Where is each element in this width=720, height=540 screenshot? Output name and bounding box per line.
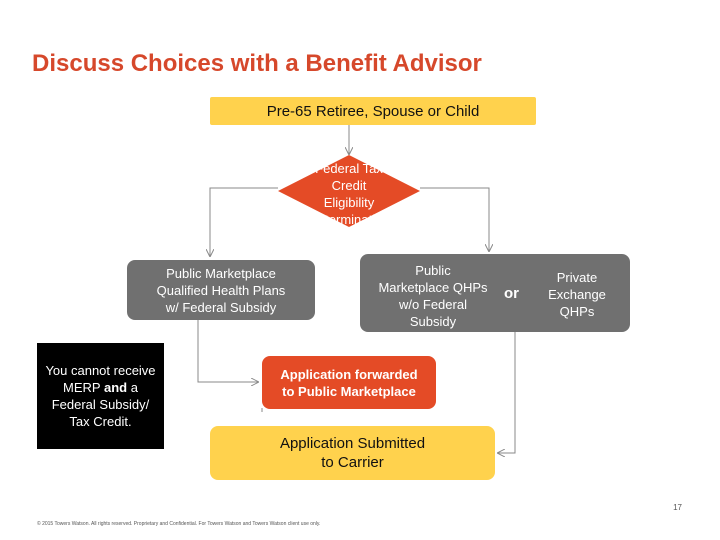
warning-box: You cannot receive MERP and a Federal Su… — [37, 343, 164, 449]
start-label: Pre-65 Retiree, Spouse or Child — [266, 102, 480, 120]
or-label: or — [504, 285, 519, 302]
private-exchange-line-3: QHPs — [559, 304, 595, 319]
arrow-decision-to-public-qhps — [420, 187, 489, 251]
decision-label: Federal Tax Credit Eligibility Determina… — [300, 160, 398, 228]
submitted-node: Application Submitted to Carrier — [210, 426, 495, 480]
submitted-line-1: Application Submitted — [279, 435, 426, 452]
warning-text-and: and — [103, 380, 128, 395]
public-or-private-node: Public Marketplace QHPs w/o Federal Subs… — [360, 254, 630, 332]
public-marketplace-line-2: Qualified Health Plans — [156, 282, 286, 298]
private-exchange-label: Private Exchange QHPs — [532, 269, 622, 320]
warning-text: You cannot receive MERP and a Federal Su… — [41, 362, 160, 430]
arrow-decision-to-public-marketplace — [210, 187, 278, 256]
private-exchange-line-1: Private — [556, 270, 598, 285]
decision-line-2: Credit — [331, 178, 367, 193]
public-qhps-line-2: Marketplace QHPs — [378, 280, 488, 295]
public-marketplace-line-3: w/ Federal Subsidy — [165, 299, 277, 315]
page-number: 17 — [673, 503, 682, 512]
public-qhps-line-1: Public — [415, 263, 451, 278]
forwarded-node: Application forwarded to Public Marketpl… — [262, 356, 436, 409]
decision-line-3: Eligibility — [323, 195, 375, 210]
forwarded-line-2: to Public Marketplace — [282, 383, 416, 399]
submitted-line-2: to Carrier — [321, 454, 384, 471]
public-marketplace-line-1: Public Marketplace — [166, 265, 276, 281]
public-marketplace-node: Public Marketplace Qualified Health Plan… — [127, 260, 315, 320]
arrow-private-to-submitted — [498, 332, 516, 453]
public-qhps-line-3: w/o Federal — [399, 297, 467, 312]
forwarded-line-1: Application forwarded — [280, 366, 418, 382]
private-exchange-line-2: Exchange — [548, 287, 606, 302]
warning-text-start: You cannot receive MERP — [45, 363, 156, 395]
public-qhps-line-4: Subsidy — [409, 314, 457, 329]
decision-line-4: Determination — [308, 212, 390, 227]
footer-text: © 2015 Towers Watson. All rights reserve… — [37, 521, 321, 527]
public-qhps-label: Public Marketplace QHPs w/o Federal Subs… — [368, 262, 498, 330]
decision-line-1: Federal Tax — [315, 161, 383, 176]
page-title: Discuss Choices with a Benefit Advisor — [32, 50, 482, 77]
start-node: Pre-65 Retiree, Spouse or Child — [210, 97, 536, 125]
arrow-public-marketplace-to-forwarded — [197, 320, 258, 382]
warning-text-end: a Federal Subsidy/ Tax Credit. — [51, 380, 150, 429]
